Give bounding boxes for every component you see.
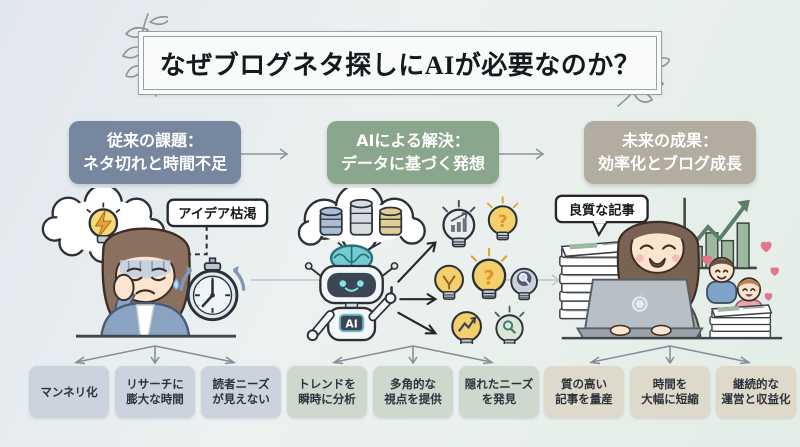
flow-arrow-solution-to-outcome [494, 148, 545, 160]
label-text: 膨大な時間 [126, 392, 184, 406]
lightbulb-magnifier-icon [510, 267, 538, 301]
header-outcome-line2: 効率化とブログ成長 [597, 153, 742, 173]
header-solution-line1: AIによる解決： [356, 131, 470, 151]
blogger-smile [648, 257, 666, 268]
header-problem: 従来の課題： ネタ切れと時間不足 [68, 121, 241, 184]
article-stack-small-icon [709, 304, 773, 339]
label-reader-needs: 読者ニーズ が見えない [201, 366, 281, 418]
header-outcome: 未来の成果： 効率化とブログ成長 [583, 121, 756, 184]
label-row-problem: マンネリ化 リサーチに 膨大な時間 読者ニーズ が見えない [29, 366, 281, 418]
column-problem: 従来の課題： ネタ切れと時間不足 [29, 121, 281, 418]
fanout-arrows-problem [73, 345, 237, 365]
label-text: マンネリ化 [40, 384, 98, 399]
svg-text:?: ? [483, 267, 494, 290]
label-text: トレンドを [298, 377, 356, 392]
quality-articles-callout: 良質な記事 [554, 194, 649, 238]
heart-icon [702, 241, 780, 301]
label-hidden-needs: 隠れたニーズ を発見 [459, 366, 539, 418]
ai-robot-illustration: AI [297, 188, 538, 344]
stopwatch-icon [179, 257, 246, 322]
lightbulb-question-icon-large: ? [470, 247, 508, 300]
page-title: なぜブログネタ探しにAIが必要なのか？ [159, 50, 641, 80]
gloom-shading [119, 260, 171, 279]
idea-depletion-callout: アイデア枯渇 [166, 198, 269, 256]
header-outcome-line1: 未来の成果： [621, 131, 718, 151]
stressed-writer [76, 227, 236, 338]
fanout-arrows-solution [331, 345, 495, 365]
column-outcome: 未来の成果： 効率化とブログ成長 [544, 121, 796, 418]
callout-dashed-connector [187, 226, 208, 256]
label-text: 読者ニーズ [212, 377, 270, 392]
lightbulb-plain-icon [434, 264, 464, 301]
database-icon [319, 198, 403, 236]
label-quality-articles: 質の高い 記事を量産 [544, 366, 624, 418]
header-solution: AIによる解決： データに基づく発想 [326, 121, 499, 184]
blogger-hand-right [650, 324, 672, 337]
sweat-drop-icon [172, 278, 180, 291]
blogger-hand-left [609, 324, 631, 337]
svg-text:?: ? [498, 212, 508, 231]
label-text: が見えない [212, 392, 270, 406]
happy-readers-icon [702, 241, 780, 321]
writer-bangs [116, 245, 174, 265]
column-solution: AIによる解決： データに基づく発想 [287, 121, 539, 418]
writer-frown [135, 289, 156, 295]
label-text: 質の高い [561, 377, 607, 392]
title-box: なぜブログネタ探しにAIが必要なのか？ [138, 31, 662, 95]
ai-robot-icon: AI [304, 244, 399, 342]
label-mannerika: マンネリ化 [29, 366, 109, 418]
stressed-writer-illustration: アイデア枯渇 [41, 188, 269, 338]
blogger-bangs [631, 223, 685, 241]
label-time-saving: 時間を 大幅に短縮 [630, 366, 710, 418]
lightbulb-chart-icon [442, 199, 476, 248]
label-multi-perspective: 多角的な 視点を提供 [373, 366, 453, 418]
lightbulb-question-icon: ? [486, 196, 519, 241]
idea-arrows [397, 241, 438, 335]
label-text: 大幅に短縮 [641, 392, 699, 406]
label-text: 瞬時に分析 [298, 392, 356, 406]
label-text: 多角的な [390, 377, 436, 392]
ai-chest-badge: AI [345, 317, 357, 330]
label-text: を発見 [481, 392, 517, 406]
header-problem-line1: 従来の課題： [106, 131, 203, 151]
happy-blogger-illustration: 良質な記事 [554, 194, 783, 340]
lightbulb-cluster: ? ? [434, 196, 538, 344]
lightbulb-search-icon [494, 305, 525, 344]
idea-depletion-label: アイデア枯渇 [178, 205, 256, 222]
laptop-icon [575, 278, 704, 340]
header-solution-line2: データに基づく発想 [340, 153, 485, 173]
label-text: リサーチに [126, 377, 184, 392]
label-text: 記事を量産 [555, 392, 613, 406]
label-trend-analysis: トレンドを 瞬時に分析 [287, 366, 367, 418]
label-text: 隠れたニーズ [464, 377, 534, 392]
label-text: 時間を [652, 377, 688, 392]
quality-articles-label: 良質な記事 [569, 201, 635, 218]
label-row-solution: トレンドを 瞬時に分析 多角的な 視点を提供 隠れたニーズ を発見 [287, 366, 539, 418]
data-cloud-icon [297, 188, 426, 254]
label-row-outcome: 質の高い 記事を量産 時間を 大幅に短縮 継続的な 運営と収益化 [544, 366, 796, 418]
header-problem-line2: ネタ切れと時間不足 [82, 153, 227, 173]
flow-arrow-problem-to-solution [238, 148, 289, 160]
writer-hand [113, 273, 135, 302]
lightbulb-growth-icon [451, 311, 483, 344]
title-box-inner: なぜブログネタ探しにAIが必要なのか？ [143, 36, 657, 90]
writer-closed-eyes [126, 267, 167, 282]
label-text: 運営と収益化 [721, 392, 791, 406]
label-monetization: 継続的な 運営と収益化 [716, 366, 796, 418]
label-text: 継続的な [733, 377, 779, 392]
label-research-time: リサーチに 膨大な時間 [115, 366, 195, 418]
label-text: 視点を提供 [384, 392, 442, 406]
blogger-happy-eyes [639, 244, 676, 250]
fanout-arrows-outcome [588, 345, 752, 365]
